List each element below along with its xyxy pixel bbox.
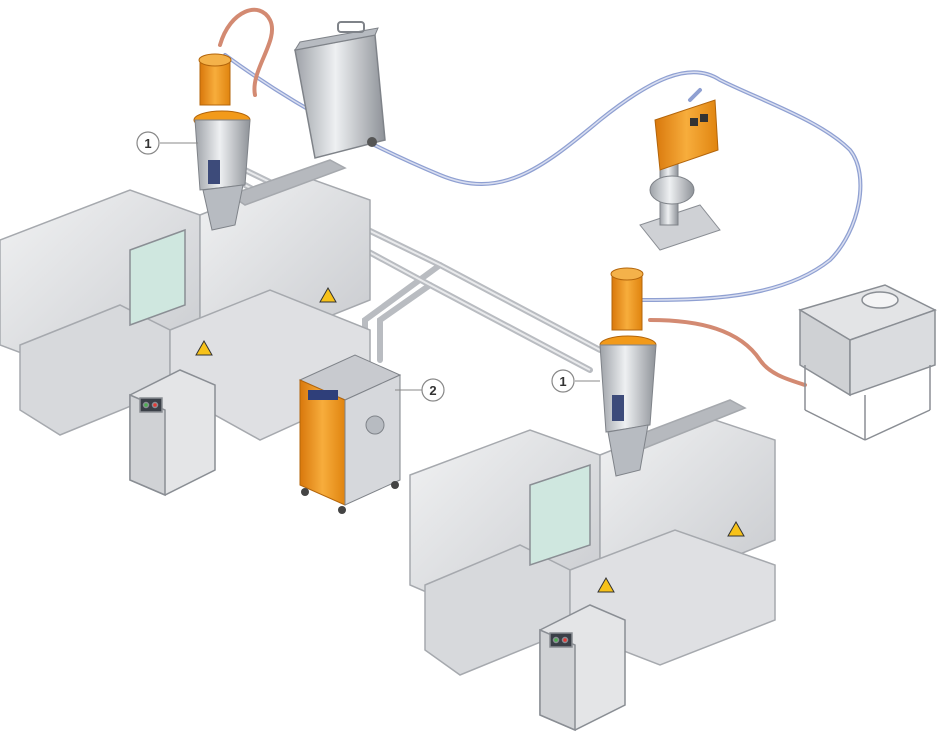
temperature-controller-1 [129,369,216,497]
callout-label: 1 [144,136,151,151]
temperature-controller-2 [539,604,626,732]
vacuum-pump-unit [639,99,721,251]
callout-1-top: 1 [136,131,198,155]
material-line-red [218,7,807,387]
control-panel-icon [139,397,163,413]
warning-triangle-icon [319,286,337,303]
regrind-bin [293,21,386,159]
warning-triangle-icon [195,339,213,356]
callout-label: 2 [429,383,436,398]
control-panel-icon [549,632,573,648]
injection-molding-machine-2 [409,399,776,676]
callout-1-bottom: 1 [551,369,600,393]
callout-2: 2 [395,378,445,402]
warning-triangle-icon [727,520,745,537]
warning-triangle-icon [597,576,615,593]
vacuum-line-blue-inner [224,54,862,301]
bulk-container-station [798,284,937,441]
dryer-unit [298,354,402,514]
hopper-loader-2 [599,267,657,477]
callout-label: 1 [559,374,566,389]
hopper-loader-1 [193,53,251,231]
